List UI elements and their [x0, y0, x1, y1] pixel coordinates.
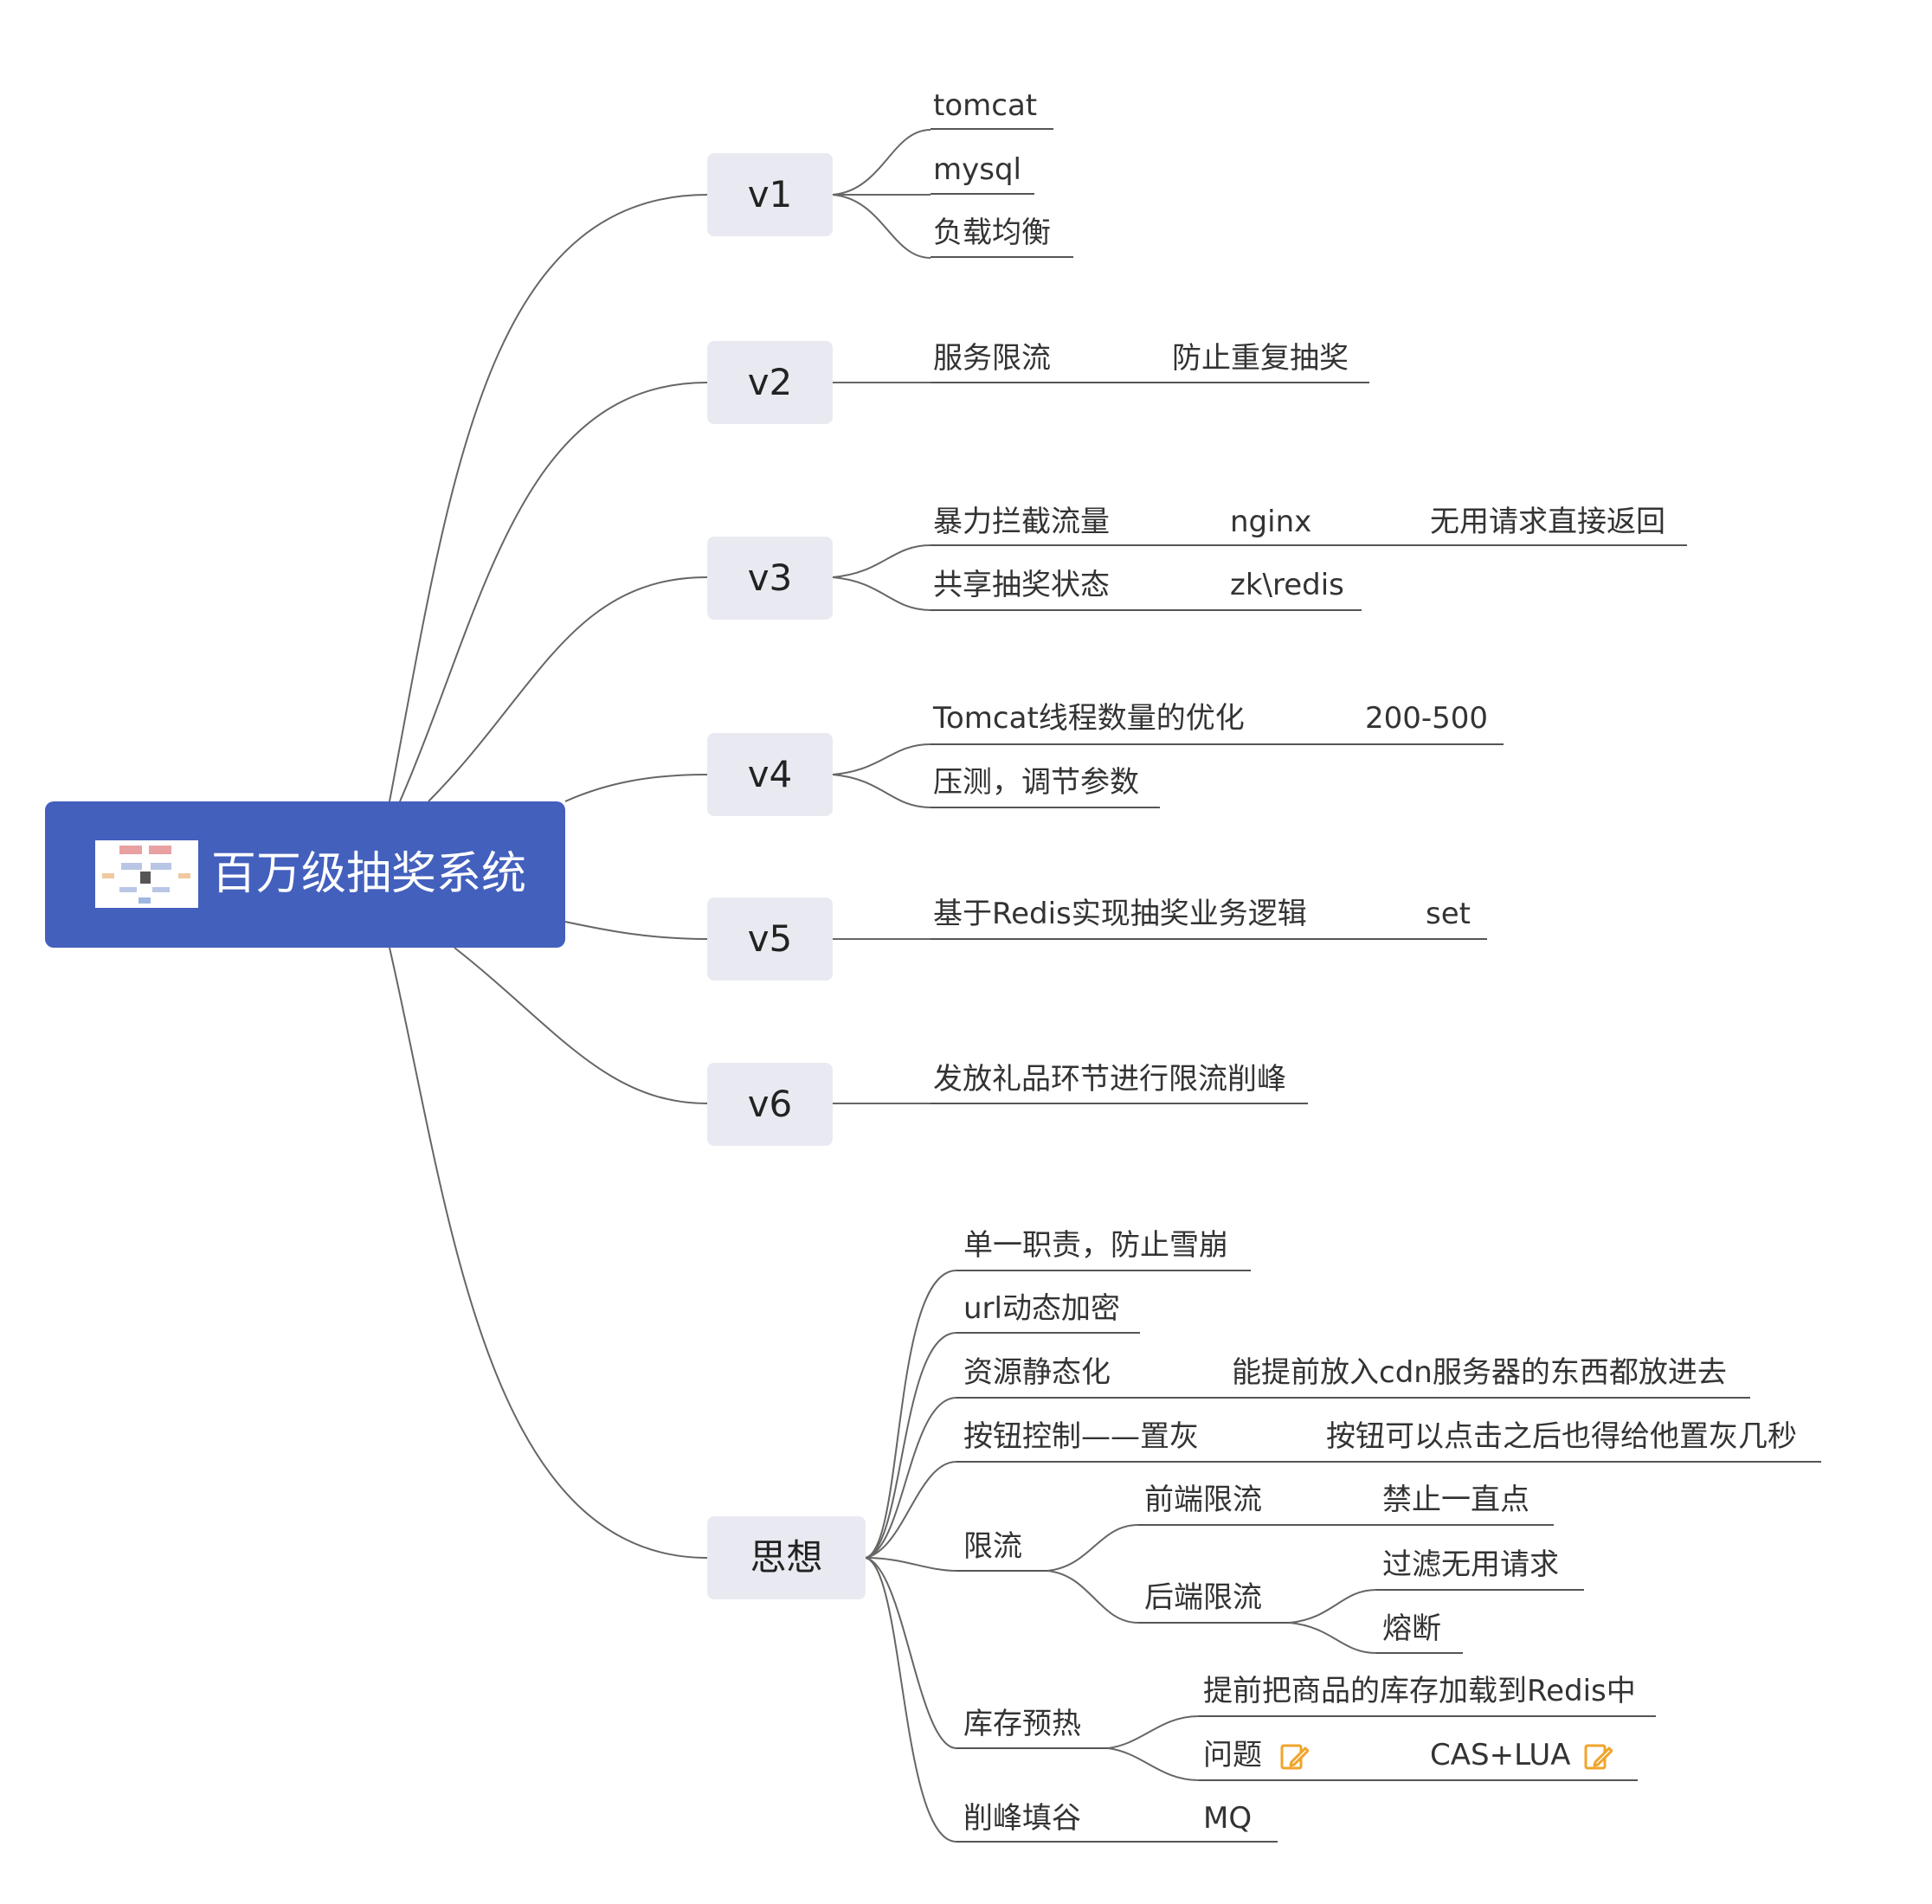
subtopic-circuit-breaker[interactable]: 熔断 — [1382, 1611, 1441, 1646]
underline — [931, 544, 1687, 546]
topic-v2-label: v2 — [747, 361, 793, 403]
topic-v1[interactable]: v1 — [707, 153, 833, 236]
subtopic-shared-state[interactable]: 共享抽奖状态 — [933, 568, 1110, 602]
subtopic-frontend-throttle[interactable]: 前端限流 — [1144, 1483, 1262, 1517]
subtopic-return-directly[interactable]: 无用请求直接返回 — [1430, 505, 1665, 539]
underline — [931, 256, 1073, 258]
subtopic-load-balance[interactable]: 负载均衡 — [933, 215, 1051, 250]
subtopic-nginx[interactable]: nginx — [1230, 505, 1312, 539]
subtopic-cas-lua[interactable]: CAS+LUA — [1430, 1738, 1571, 1772]
subtopic-load-to-redis[interactable]: 提前把商品的库存加载到Redis中 — [1203, 1674, 1636, 1708]
subtopic-tomcat-threads[interactable]: Tomcat线程数量的优化 — [933, 701, 1245, 736]
underline — [956, 1332, 1140, 1334]
underline — [1376, 1589, 1584, 1591]
underline — [931, 609, 1362, 611]
topic-v3-label: v3 — [747, 556, 793, 599]
subtopic-url-encrypt[interactable]: url动态加密 — [963, 1291, 1120, 1326]
subtopic-backend-throttle[interactable]: 后端限流 — [1144, 1580, 1262, 1615]
note-edit-icon[interactable] — [1583, 1741, 1613, 1771]
subtopic-no-spam-click[interactable]: 禁止一直点 — [1382, 1483, 1530, 1517]
underline — [931, 1103, 1308, 1104]
subtopic-static-resources[interactable]: 资源静态化 — [963, 1355, 1111, 1390]
topic-v1-label: v1 — [747, 173, 793, 215]
topic-v4-label: v4 — [747, 753, 793, 795]
subtopic-button-gray[interactable]: 按钮控制——置灰 — [963, 1419, 1199, 1454]
topic-v5-label: v5 — [747, 917, 793, 960]
underline — [956, 1270, 1251, 1271]
underline — [1138, 1622, 1290, 1624]
root-topic[interactable]: 百万级抽奖系统 — [45, 801, 565, 948]
underline — [1138, 1524, 1554, 1526]
subtopic-block-traffic[interactable]: 暴力拦截流量 — [933, 505, 1110, 539]
topic-v2[interactable]: v2 — [707, 341, 833, 424]
note-edit-icon[interactable] — [1279, 1741, 1309, 1771]
subtopic-filter-requests[interactable]: 过滤无用请求 — [1382, 1547, 1559, 1582]
subtopic-problem[interactable]: 问题 — [1203, 1738, 1262, 1772]
subtopic-stock-preheat[interactable]: 库存预热 — [963, 1707, 1081, 1741]
underline — [956, 1841, 1278, 1843]
subtopic-single-responsibility[interactable]: 单一职责，防止雪崩 — [963, 1228, 1228, 1263]
subtopic-prevent-duplicate[interactable]: 防止重复抽奖 — [1172, 341, 1349, 376]
underline — [931, 807, 1160, 808]
subtopic-zk-redis[interactable]: zk\redis — [1230, 568, 1344, 602]
underline — [956, 1397, 1750, 1399]
topic-v5[interactable]: v5 — [707, 897, 833, 981]
underline — [956, 1461, 1821, 1463]
root-title: 百万级抽奖系统 — [211, 848, 527, 900]
subtopic-peak-shaving[interactable]: 削峰填谷 — [963, 1801, 1081, 1836]
architecture-thumbnail-image — [95, 840, 198, 908]
underline — [1199, 1779, 1638, 1781]
subtopic-mq[interactable]: MQ — [1203, 1801, 1253, 1836]
subtopic-button-gray-detail[interactable]: 按钮可以点击之后也得给他置灰几秒 — [1326, 1419, 1797, 1454]
subtopic-throttle[interactable]: 限流 — [963, 1529, 1022, 1564]
underline — [931, 193, 1034, 195]
underline — [931, 743, 1504, 745]
subtopic-rate-limit[interactable]: 服务限流 — [933, 341, 1051, 376]
subtopic-gift-limit[interactable]: 发放礼品环节进行限流削峰 — [933, 1062, 1286, 1097]
subtopic-set[interactable]: set — [1426, 897, 1471, 931]
subtopic-tomcat[interactable]: tomcat — [933, 88, 1038, 123]
underline — [931, 382, 1369, 383]
topic-v6-label: v6 — [747, 1083, 793, 1125]
subtopic-mysql[interactable]: mysql — [933, 152, 1021, 187]
subtopic-stress-test[interactable]: 压测，调节参数 — [933, 765, 1139, 800]
underline — [1199, 1715, 1656, 1717]
underline — [1376, 1652, 1463, 1654]
underline — [931, 938, 1487, 940]
underline — [956, 1747, 1108, 1749]
underline — [931, 128, 1053, 130]
topic-v3[interactable]: v3 — [707, 537, 833, 620]
subtopic-cdn[interactable]: 能提前放入cdn服务器的东西都放进去 — [1232, 1355, 1727, 1390]
subtopic-redis-logic[interactable]: 基于Redis实现抽奖业务逻辑 — [933, 897, 1307, 931]
subtopic-thread-range[interactable]: 200-500 — [1365, 701, 1489, 736]
topic-idea-label: 思想 — [750, 1536, 823, 1579]
topic-idea[interactable]: 思想 — [707, 1516, 866, 1599]
underline — [956, 1570, 1047, 1572]
topic-v4[interactable]: v4 — [707, 733, 833, 816]
topic-v6[interactable]: v6 — [707, 1063, 833, 1146]
